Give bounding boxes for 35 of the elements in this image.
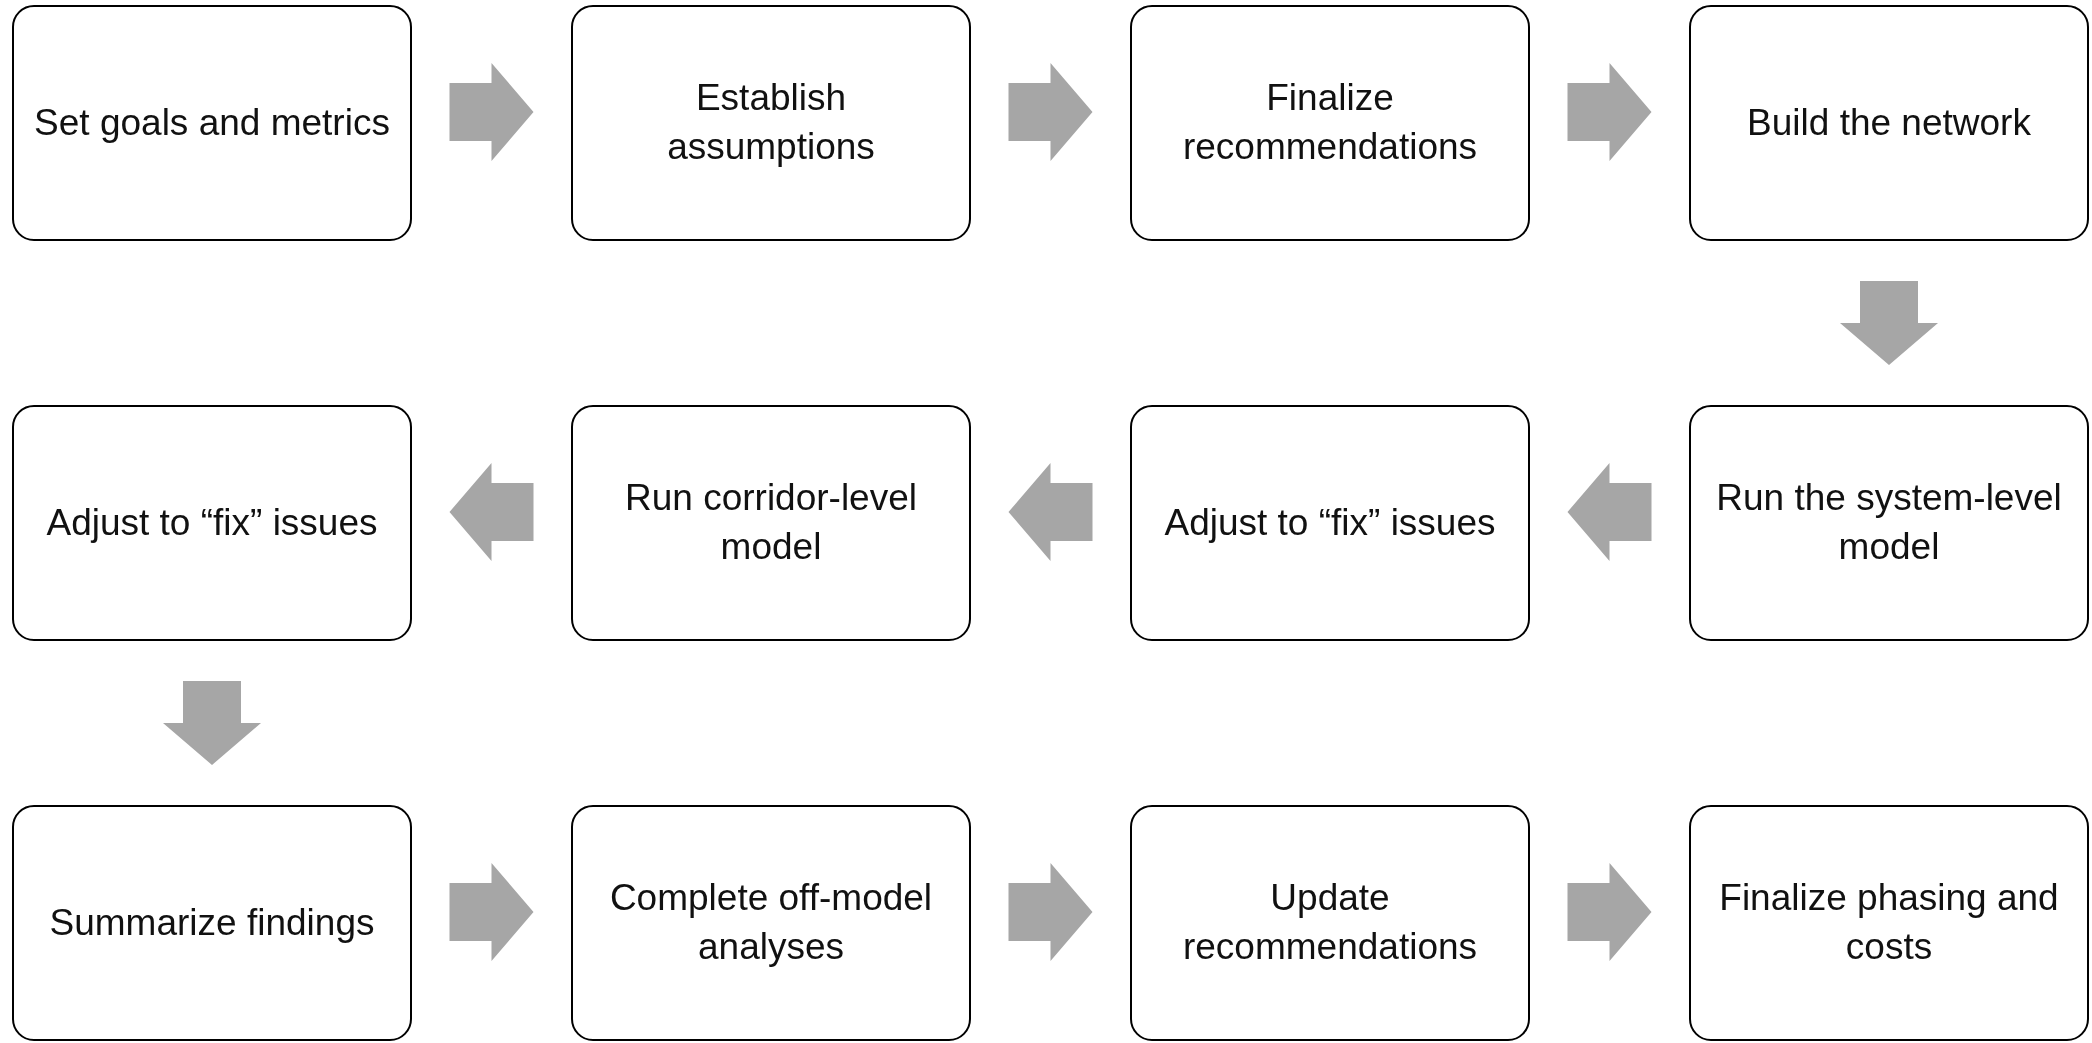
process-box: [12, 5, 412, 241]
step-label: Run corridor-level model: [624, 476, 918, 569]
process-box: [1130, 5, 1530, 241]
step-label: Adjust to “fix” issues: [46, 500, 378, 545]
process-box: [571, 805, 971, 1041]
process-box: [571, 5, 971, 241]
step-label: Adjust to “fix” issues: [1164, 500, 1496, 545]
process-box: [571, 405, 971, 641]
step-label: Establish assumptions: [666, 76, 876, 169]
process-box: [1689, 405, 2089, 641]
block-arrow: [1840, 281, 1938, 365]
step-label: Summarize findings: [49, 900, 375, 945]
block-arrow: [1008, 63, 1093, 161]
step-label: Finalize phasing and costs: [1718, 876, 2060, 969]
process-box: [1689, 805, 2089, 1041]
step-label: Finalize recommendations: [1181, 76, 1479, 169]
block-arrow: [163, 681, 261, 765]
step-label: Set goals and metrics: [34, 100, 390, 145]
step-label: Build the network: [1747, 100, 2031, 145]
block-arrow: [1008, 463, 1093, 561]
process-box: [12, 805, 412, 1041]
block-arrow: [449, 63, 534, 161]
step-label: Update recommendations: [1181, 876, 1479, 969]
block-arrow: [449, 863, 534, 961]
block-arrow: [1567, 863, 1652, 961]
step-label: Complete off-model analyses: [608, 876, 934, 969]
block-arrow: [449, 463, 534, 561]
step-label: Run the system-level model: [1715, 476, 2063, 569]
process-box: [1689, 5, 2089, 241]
block-arrow: [1567, 63, 1652, 161]
process-box: [1130, 805, 1530, 1041]
process-box: [12, 405, 412, 641]
block-arrow: [1567, 463, 1652, 561]
process-box: [1130, 405, 1530, 641]
block-arrow: [1008, 863, 1093, 961]
